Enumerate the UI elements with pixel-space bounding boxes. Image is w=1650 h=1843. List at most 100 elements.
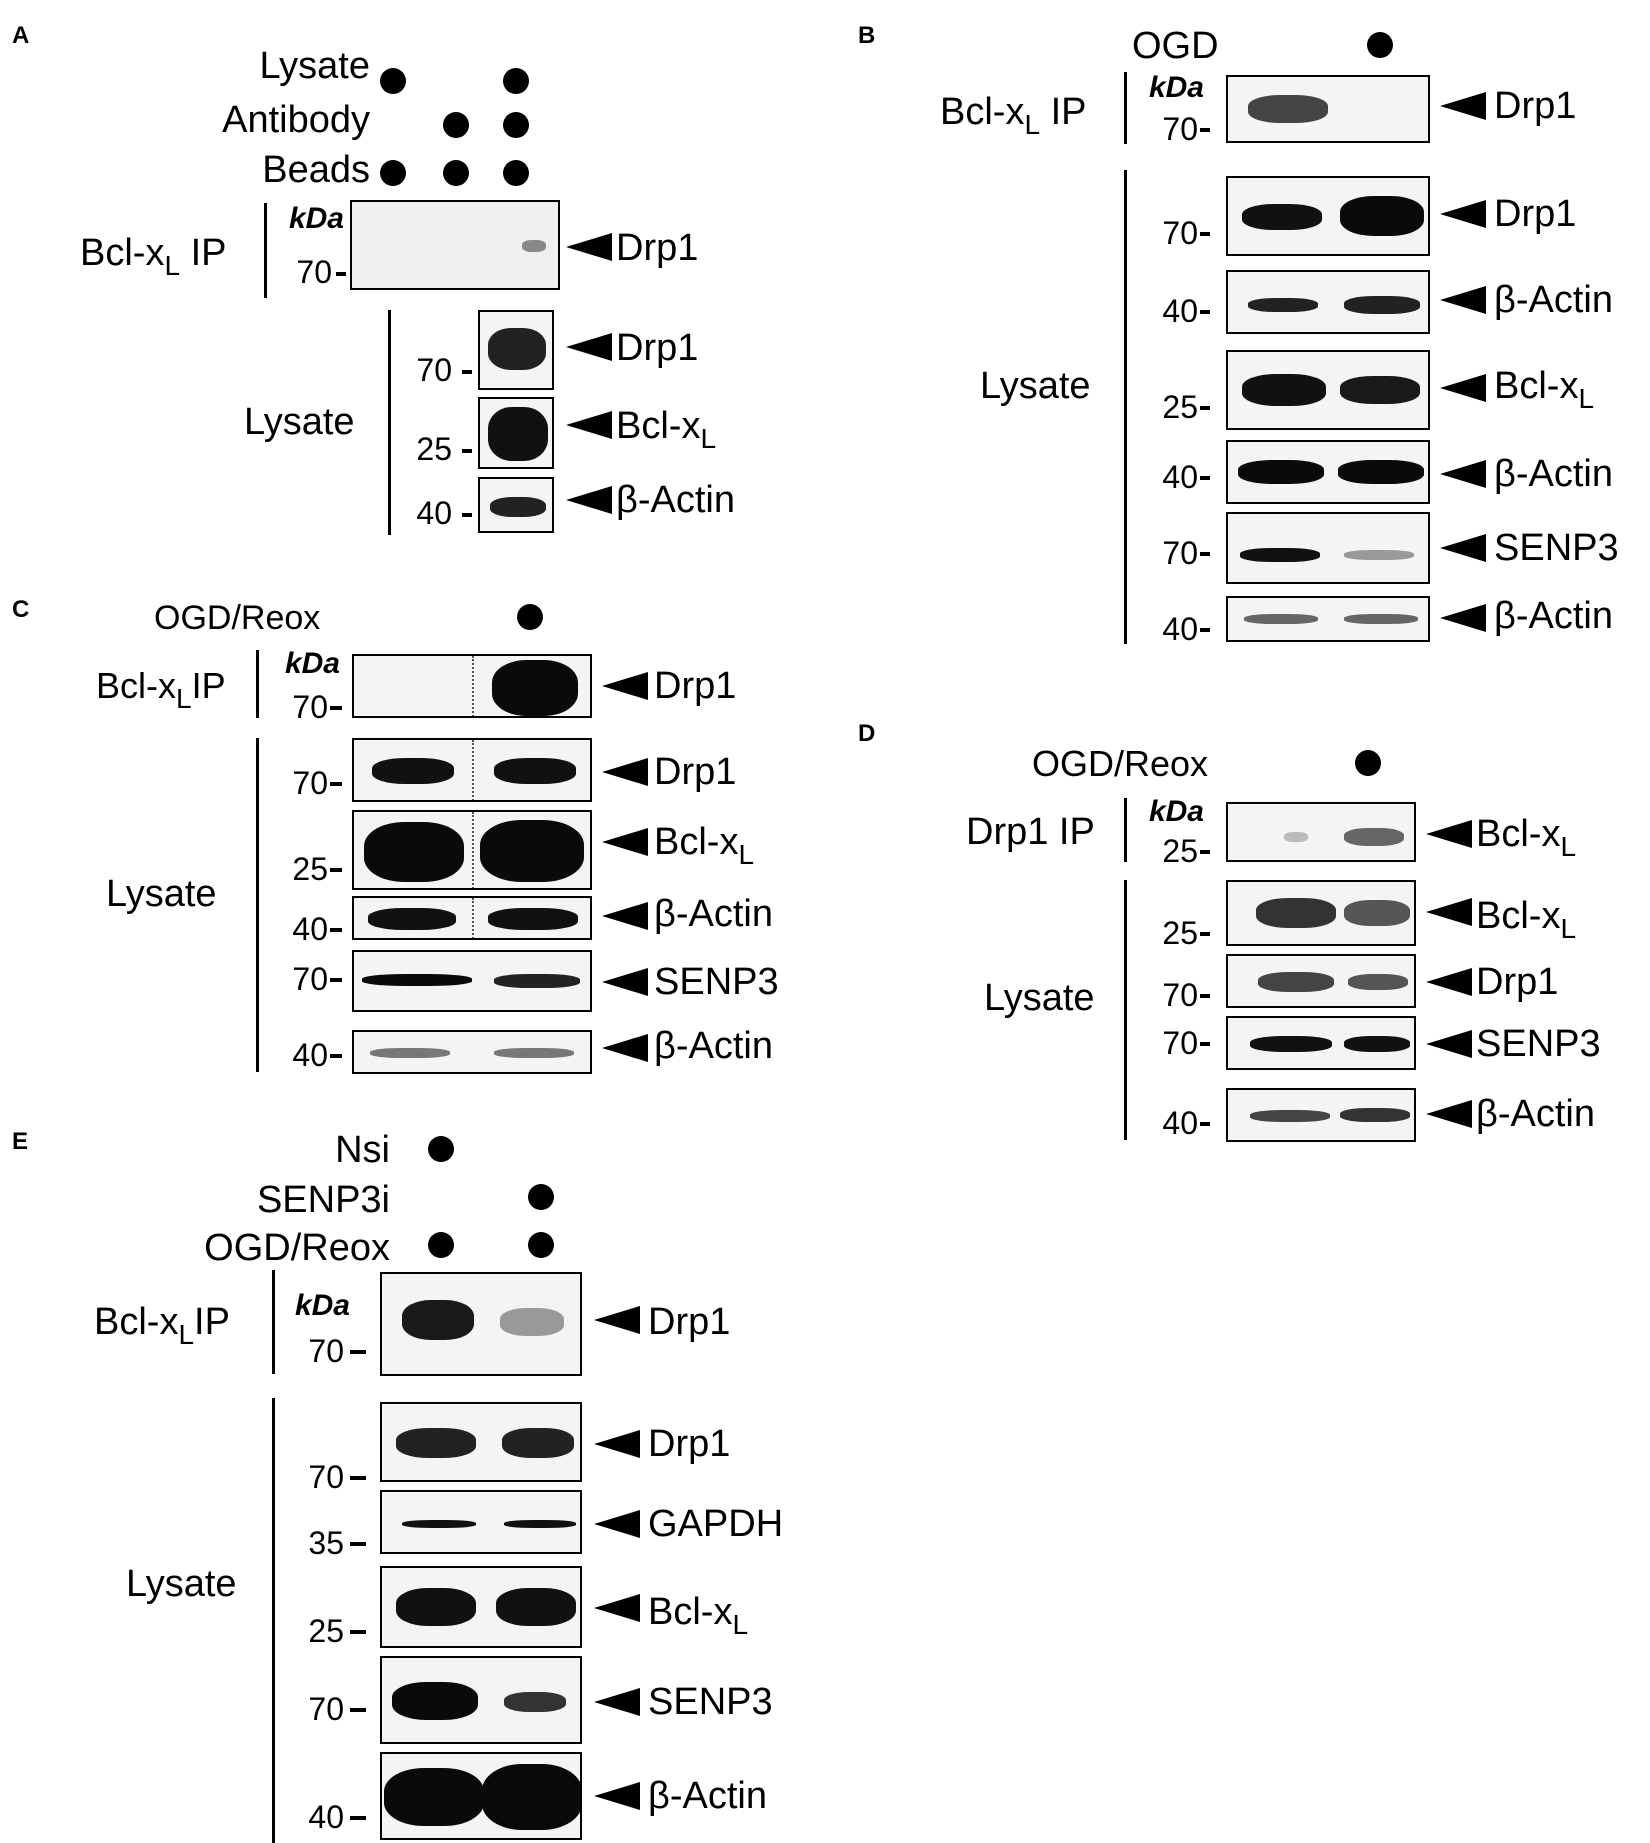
mw-marker: 25	[292, 851, 328, 887]
condition-dot	[528, 1232, 554, 1258]
arrowhead-icon	[566, 486, 612, 514]
band	[500, 1308, 564, 1336]
target-label: SENP3	[1494, 527, 1619, 569]
band	[494, 1048, 574, 1058]
ip-label: Bcl-xL IP	[940, 91, 1087, 140]
mw-tick	[1200, 476, 1210, 480]
bracket-line	[264, 203, 267, 298]
lysate-blot	[478, 397, 554, 469]
lysate-blot	[1226, 350, 1430, 430]
target-label: Drp1	[616, 327, 699, 369]
arrowhead-icon	[1440, 92, 1486, 120]
mw-tick	[462, 449, 472, 453]
ip-label: Bcl-xLIP	[94, 1301, 230, 1350]
mw-tick	[1200, 406, 1210, 410]
arrowhead-icon	[602, 828, 648, 856]
mw-marker: 70	[308, 1333, 344, 1369]
band	[502, 1428, 574, 1458]
lysate-blot	[1226, 596, 1430, 642]
mw-marker: 35	[308, 1525, 344, 1561]
band	[1344, 828, 1404, 846]
lysate-blot	[1226, 1016, 1416, 1070]
mw-tick	[330, 706, 342, 710]
target-label: Drp1	[648, 1423, 731, 1465]
band	[1258, 972, 1334, 992]
lysate-blot	[1226, 270, 1430, 334]
lysate-blot	[380, 1490, 582, 1554]
band	[1344, 900, 1410, 926]
band	[1344, 614, 1418, 624]
mw-tick	[336, 272, 346, 276]
mw-tick	[1200, 552, 1210, 556]
ip-blot	[1226, 802, 1416, 862]
mw-marker: 25	[1162, 389, 1198, 425]
kda-label: kDa	[288, 202, 344, 235]
mw-tick	[462, 370, 472, 374]
condition-dot	[1355, 750, 1381, 776]
bracket-line	[272, 1270, 275, 1374]
mw-marker: 40	[416, 495, 452, 531]
target-label: β-Actin	[654, 1025, 773, 1067]
mw-marker: 25	[416, 431, 452, 467]
band	[496, 1588, 576, 1626]
mw-marker: 70	[296, 254, 332, 290]
band	[364, 822, 464, 882]
lysate-blot	[352, 896, 592, 940]
panel-label: A	[12, 22, 30, 49]
mw-tick	[350, 1350, 366, 1354]
lysate-label: Lysate	[244, 401, 355, 443]
band	[480, 820, 584, 882]
bracket-line	[272, 1398, 275, 1843]
condition-label: Lysate	[259, 45, 370, 87]
mw-marker: 40	[1162, 459, 1198, 495]
lysate-label: Lysate	[980, 365, 1091, 407]
target-label: Drp1	[1494, 193, 1577, 235]
mw-tick	[350, 1816, 366, 1820]
arrowhead-icon	[594, 1430, 640, 1458]
lysate-blot	[380, 1656, 582, 1744]
kda-label: kDa	[1148, 795, 1204, 828]
bracket-line	[1124, 880, 1127, 1140]
band	[1238, 460, 1324, 484]
arrowhead-icon	[602, 672, 648, 700]
band	[1248, 298, 1318, 312]
band	[1242, 374, 1326, 406]
band	[396, 1588, 476, 1626]
target-label: Drp1	[648, 1301, 731, 1343]
splice-line	[472, 898, 474, 938]
mw-marker: 70	[308, 1459, 344, 1495]
bracket-line	[256, 650, 259, 718]
band	[362, 974, 472, 986]
target-label: β-Actin	[1476, 1093, 1595, 1135]
target-label: Bcl-xL	[648, 1591, 749, 1640]
band	[368, 908, 456, 930]
mw-tick	[330, 978, 342, 982]
band	[488, 407, 548, 461]
target-label: Bcl-xL	[654, 821, 755, 870]
band	[1256, 898, 1336, 928]
lysate-blot	[380, 1566, 582, 1648]
arrowhead-icon	[1426, 1030, 1472, 1058]
band	[402, 1520, 476, 1528]
condition-dot	[428, 1136, 454, 1162]
kda-label: kDa	[1148, 71, 1204, 104]
lysate-blot	[352, 1030, 592, 1074]
band	[492, 660, 578, 716]
arrowhead-icon	[602, 968, 648, 996]
condition-dot	[380, 160, 406, 186]
band	[1340, 196, 1424, 236]
band	[1340, 376, 1420, 404]
lysate-blot	[380, 1752, 582, 1840]
mw-marker: 70	[308, 1691, 344, 1727]
condition-dot	[1367, 32, 1393, 58]
arrowhead-icon	[602, 902, 648, 930]
target-label: Bcl-xL	[616, 405, 717, 454]
target-label: Drp1	[654, 751, 737, 793]
band	[504, 1520, 576, 1528]
condition-dot	[428, 1232, 454, 1258]
band	[1284, 832, 1308, 842]
target-label: β-Actin	[1494, 595, 1613, 637]
arrowhead-icon	[594, 1510, 640, 1538]
panel-label: D	[858, 720, 876, 747]
panel-label: E	[12, 1128, 29, 1155]
